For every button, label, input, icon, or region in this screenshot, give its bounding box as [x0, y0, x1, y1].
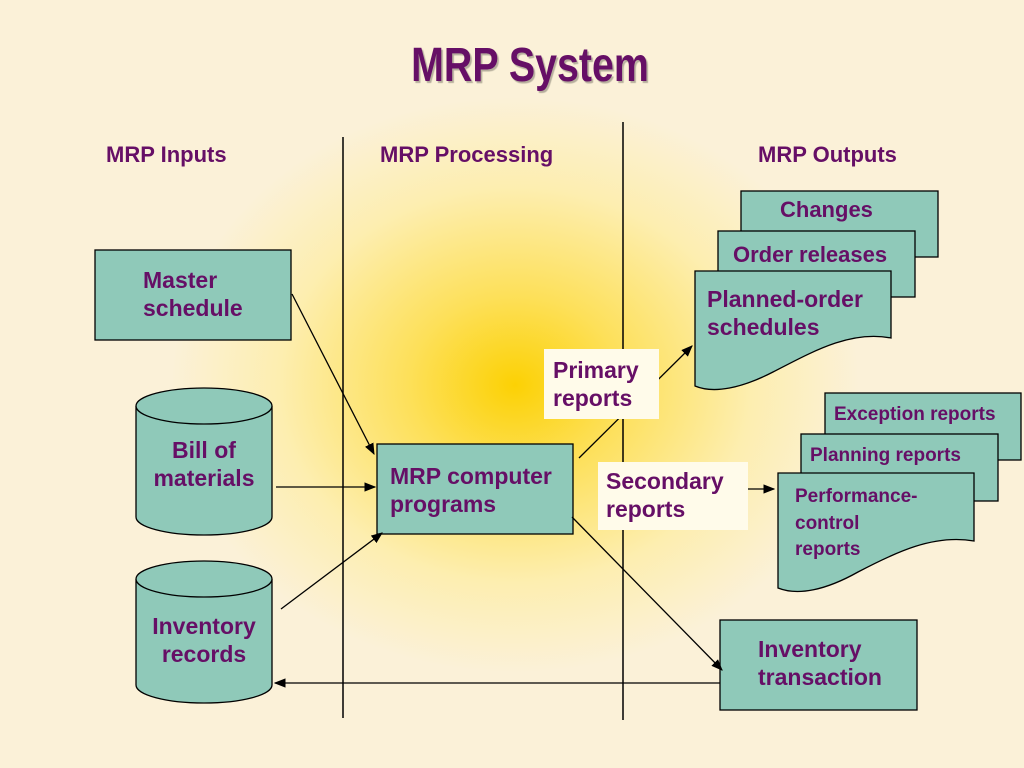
planning-reports-label: Planning reports	[810, 445, 961, 466]
inventory-transaction-label: Inventory transaction	[758, 636, 882, 691]
performance-control-reports-document	[777, 472, 975, 593]
planned-order-schedules-label: Planned-order schedules	[707, 286, 863, 341]
secondary-reports-background	[598, 462, 748, 530]
exception-reports-label: Exception reports	[834, 404, 996, 425]
arrow-programs-to-transaction	[571, 516, 723, 671]
arrow-master-to-programs	[291, 293, 375, 456]
inventory-records-label: Inventory records	[152, 613, 256, 668]
master-schedule-box	[94, 249, 292, 341]
changes-label: Changes	[780, 197, 873, 222]
inventory-transaction-box	[719, 619, 918, 711]
mrp-computer-programs-box	[376, 443, 574, 535]
arrow-inventory-to-programs	[280, 532, 383, 610]
bill-of-materials-label: Bill of materials	[153, 437, 255, 492]
primary-reports-background	[544, 349, 659, 419]
bill-of-materials-cylinder	[135, 387, 273, 536]
performance-control-reports-label: Performance- control reports	[795, 486, 918, 561]
column-header-processing: MRP Processing	[380, 142, 554, 167]
planned-order-schedules-document	[694, 270, 892, 391]
column-header-outputs: MRP Outputs	[758, 142, 897, 167]
inventory-records-cylinder	[135, 560, 273, 704]
secondary-reports-label: Secondary reports	[606, 468, 724, 523]
primary-reports-label: Primary reports	[553, 357, 639, 412]
mrp-computer-programs-label: MRP computer programs	[390, 463, 552, 518]
column-header-inputs: MRP Inputs	[106, 142, 227, 167]
order-releases-label: Order releases	[733, 242, 888, 267]
page-title: MRP System	[411, 39, 649, 92]
master-schedule-label: Master schedule	[143, 267, 243, 322]
